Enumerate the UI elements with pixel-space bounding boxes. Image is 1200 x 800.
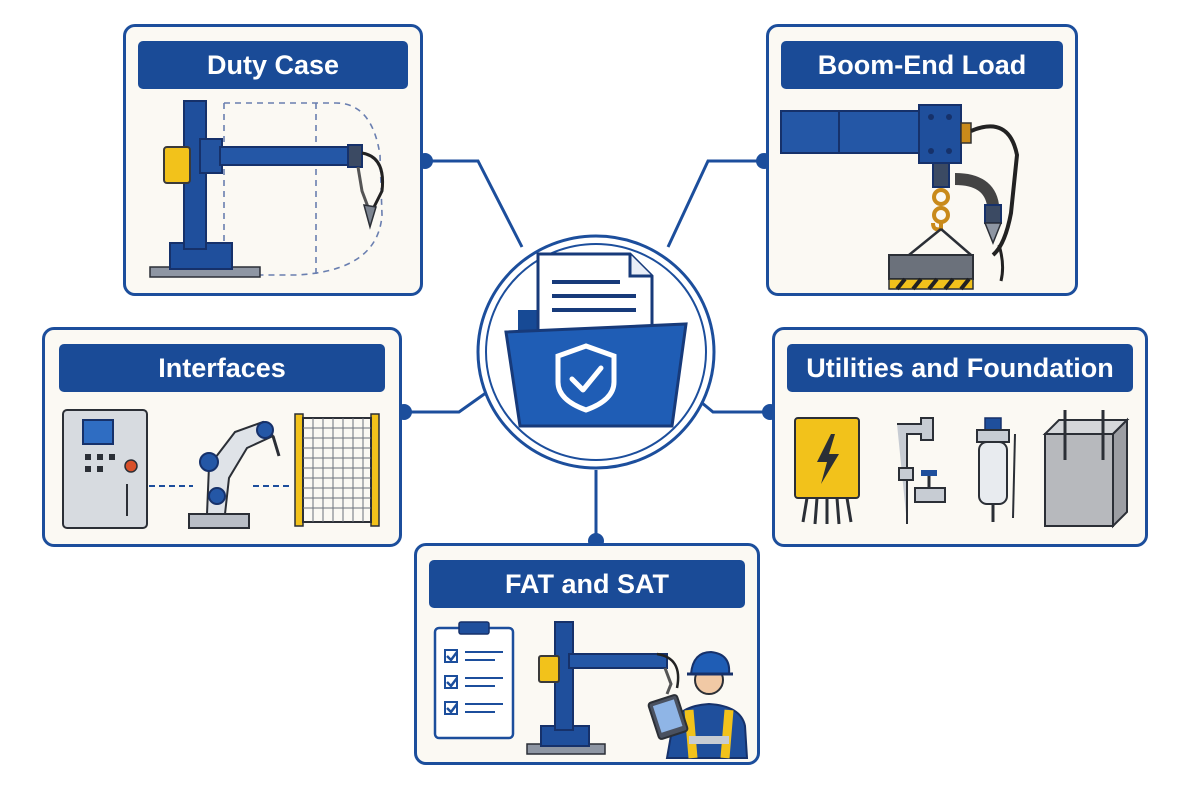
node-title: Duty Case — [138, 41, 408, 89]
folder-document-shield-check-icon — [504, 252, 688, 428]
node-boom-end-load[interactable]: Boom-End Load — [766, 24, 1078, 296]
node-title: FAT and SAT — [429, 560, 745, 608]
welding-manipulator-reach-envelope-icon — [149, 100, 385, 278]
node-utilities-and-foundation[interactable]: Utilities and Foundation — [772, 327, 1148, 547]
node-duty-case[interactable]: Duty Case — [123, 24, 423, 296]
central-hub — [476, 234, 716, 470]
node-title: Interfaces — [59, 344, 385, 392]
node-title: Boom-End Load — [781, 41, 1063, 89]
node-fat-and-sat[interactable]: FAT and SAT — [414, 543, 760, 765]
connector-interfaces — [404, 388, 491, 414]
node-interfaces[interactable]: Interfaces — [42, 327, 402, 547]
boom-hook-load-and-torch-icon — [780, 104, 1020, 291]
connector-duty-case — [425, 159, 524, 248]
connector-boom-end-load — [666, 159, 764, 248]
electrical-box-pipe-air-filter-concrete-block-icon — [794, 410, 1130, 529]
checklist-manipulator-inspector-tablet-icon — [433, 621, 749, 759]
control-cabinet-robot-arm-safety-fence-icon — [62, 409, 380, 529]
node-title: Utilities and Foundation — [787, 344, 1133, 392]
